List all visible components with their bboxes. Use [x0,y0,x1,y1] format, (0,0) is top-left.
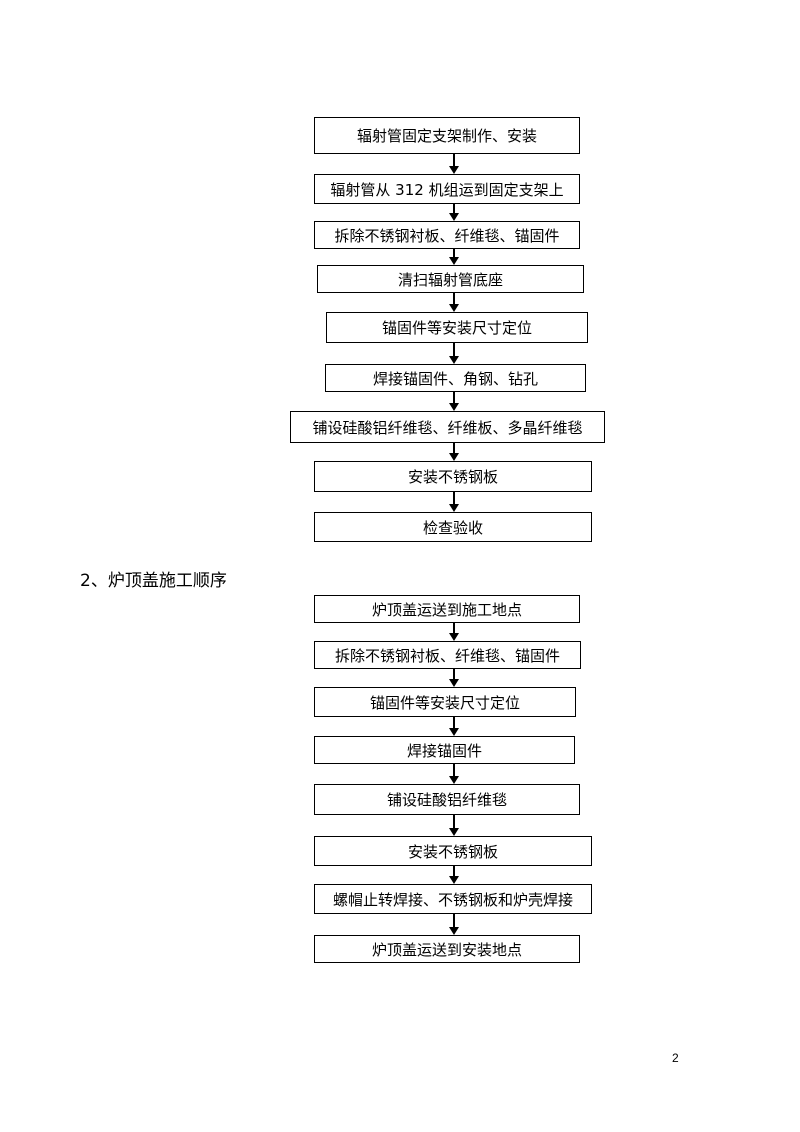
flow2-step-8: 炉顶盖运送到安装地点 [314,935,580,963]
flow2-step-1: 炉顶盖运送到施工地点 [314,595,580,623]
flow1-step-8-label: 安装不锈钢板 [407,468,498,486]
flow1-step-5-label: 锚固件等安装尺寸定位 [381,319,532,337]
flow1-step-9-label: 检查验收 [422,518,483,537]
flow2-step-4: 焊接锚固件 [314,736,575,764]
flow2-step-4-label: 焊接锚固件 [406,741,482,760]
flow2-step-2-label: 拆除不锈钢衬板、纤维毯、锚固件 [334,646,560,665]
flow1-step-2: 辐射管从 312 机组运到固定支架上 [314,174,580,204]
flow1-step-4-label: 清扫辐射管底座 [397,270,503,289]
flow2-step-5-label: 铺设硅酸铝纤维毯 [386,791,507,809]
flow2-step-6-label: 安装不锈钢板 [407,842,498,861]
flow2-step-7-label: 螺帽止转焊接、不锈钢板和炉壳焊接 [332,890,573,909]
flow2-step-3-label: 锚固件等安装尺寸定位 [369,693,520,712]
flow1-step-3-label: 拆除不锈钢衬板、纤维毯、锚固件 [334,226,560,245]
flow2-step-3: 锚固件等安装尺寸定位 [314,687,576,717]
flow1-step-1-label: 辐射管固定支架制作、安装 [356,127,537,145]
flow1-step-7: 铺设硅酸铝纤维毯、纤维板、多晶纤维毯 [290,411,605,443]
flow2-step-5: 铺设硅酸铝纤维毯 [314,784,580,815]
flow2-step-1-label: 炉顶盖运送到施工地点 [371,600,522,619]
flow1-step-3: 拆除不锈钢衬板、纤维毯、锚固件 [314,221,580,249]
flow2-step-2: 拆除不锈钢衬板、纤维毯、锚固件 [314,641,581,669]
flow1-step-7-label: 铺设硅酸铝纤维毯、纤维板、多晶纤维毯 [312,418,583,437]
flow2-step-7: 螺帽止转焊接、不锈钢板和炉壳焊接 [314,884,592,914]
page-number: 2 [672,1051,679,1065]
flow2-step-6: 安装不锈钢板 [314,836,592,866]
flow1-step-8: 安装不锈钢板 [314,461,592,492]
flow1-step-9: 检查验收 [314,512,592,542]
flow1-step-6: 焊接锚固件、角钢、钻孔 [325,364,586,392]
flow1-step-1: 辐射管固定支架制作、安装 [314,117,580,154]
flow1-step-6-label: 焊接锚固件、角钢、钻孔 [372,369,538,388]
flow1-step-2-label: 辐射管从 312 机组运到固定支架上 [330,180,564,199]
flow1-step-4: 清扫辐射管底座 [317,265,584,293]
flow2-step-8-label: 炉顶盖运送到安装地点 [371,940,522,959]
flow1-step-5: 锚固件等安装尺寸定位 [326,312,588,343]
section-heading: 2、炉顶盖施工顺序 [80,571,227,591]
